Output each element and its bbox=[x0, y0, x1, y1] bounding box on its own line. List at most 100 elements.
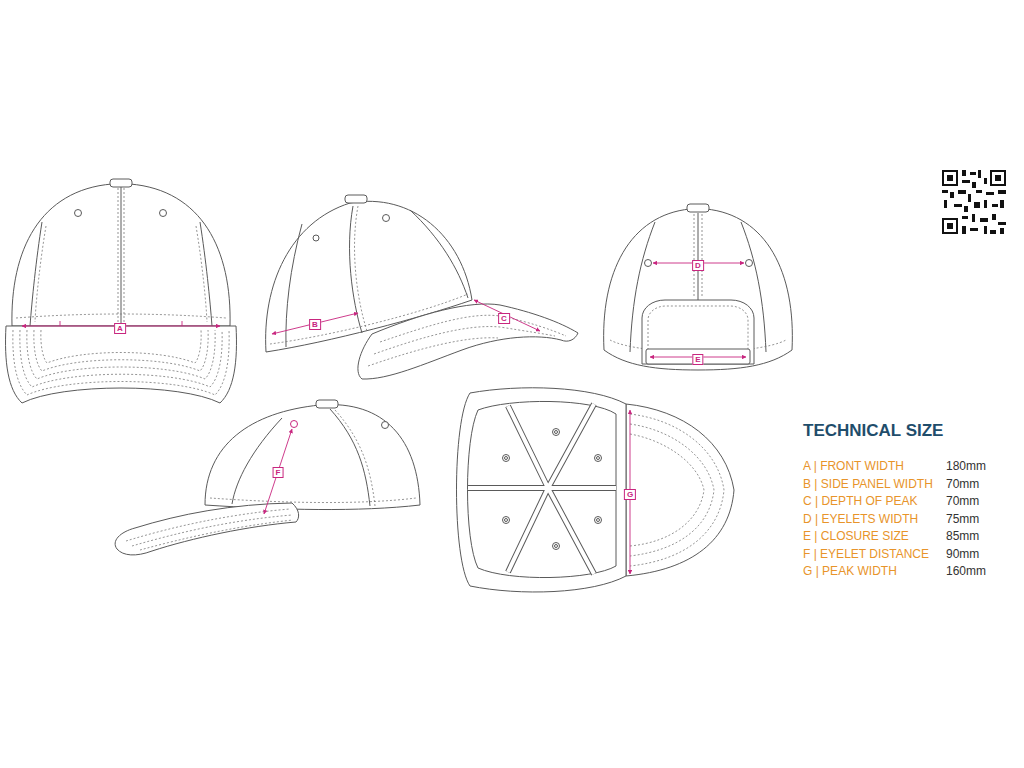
size-row: A | FRONT WIDTH bbox=[803, 456, 904, 474]
qr-code bbox=[1000, 200, 1004, 208]
title-block: TECHNICAL SIZE bbox=[803, 421, 943, 441]
cap-back-view bbox=[645, 260, 652, 267]
size-value: 70mm bbox=[946, 494, 979, 508]
cap-back-view bbox=[746, 260, 753, 267]
cap-side-view bbox=[345, 195, 367, 203]
cap-underside-view bbox=[468, 404, 616, 574]
cap-back-view bbox=[646, 349, 750, 364]
qr-code bbox=[944, 220, 956, 232]
size-value-cell: 160mm bbox=[946, 561, 986, 579]
cap-left-view bbox=[205, 405, 420, 510]
size-label: A | FRONT WIDTH bbox=[803, 459, 904, 473]
size-value: 75mm bbox=[946, 512, 979, 526]
size-value: 70mm bbox=[946, 477, 979, 491]
cap-front-view bbox=[34, 330, 208, 371]
qr-code bbox=[976, 190, 982, 193]
size-value-cell: 85mm bbox=[946, 526, 979, 544]
cap-side-view bbox=[374, 327, 555, 354]
qr-code bbox=[980, 218, 988, 222]
cap-left-view bbox=[316, 400, 338, 408]
qr-code bbox=[995, 175, 1001, 181]
cap-underside-view bbox=[555, 431, 558, 434]
size-row: D | EYELETS WIDTH bbox=[803, 509, 918, 527]
cap-underside-view bbox=[457, 388, 627, 592]
cap-front-view bbox=[27, 330, 215, 379]
cap-back-view bbox=[604, 204, 793, 370]
cap-back-view bbox=[698, 213, 699, 300]
cap-underside-view bbox=[595, 455, 602, 462]
cap-underside-view bbox=[553, 543, 560, 550]
qr-code bbox=[962, 226, 966, 234]
cap-side-view bbox=[313, 235, 319, 241]
qr-code bbox=[942, 170, 1006, 234]
dimension-letter: G bbox=[624, 489, 636, 500]
dimension-letter: B bbox=[309, 319, 321, 330]
cap-underside-view bbox=[505, 519, 508, 522]
size-row: C | DEPTH OF PEAK bbox=[803, 491, 917, 509]
cap-left-view bbox=[291, 421, 298, 428]
cap-underside-view bbox=[503, 455, 510, 462]
qr-code bbox=[974, 202, 980, 208]
qr-code bbox=[947, 223, 953, 229]
qr-code bbox=[990, 170, 1006, 186]
cap-side-view bbox=[380, 315, 566, 342]
cap-left-view bbox=[140, 520, 293, 550]
cap-underside-view bbox=[553, 429, 560, 436]
cap-front-view bbox=[20, 330, 222, 387]
dimension-callout: G bbox=[624, 483, 636, 501]
cap-underside-view bbox=[505, 457, 508, 460]
cap-left-view bbox=[115, 503, 299, 555]
cap-side-view bbox=[410, 210, 468, 298]
qr-code bbox=[990, 230, 996, 234]
qr-code bbox=[984, 226, 987, 234]
dimension-letter: C bbox=[498, 313, 510, 324]
cap-side-view bbox=[272, 313, 358, 334]
size-value-cell: 70mm bbox=[946, 491, 979, 509]
dimension-letter: E bbox=[692, 354, 703, 365]
cap-front-view bbox=[196, 226, 207, 322]
dimension-callout: C bbox=[498, 307, 510, 325]
cap-underside-view bbox=[626, 404, 734, 576]
dimension-callout: B bbox=[309, 313, 321, 331]
size-value-cell: 180mm bbox=[946, 456, 986, 474]
cap-front-view bbox=[35, 226, 46, 322]
qr-code bbox=[942, 190, 948, 193]
cap-left-view bbox=[232, 418, 282, 504]
dimension-letter: A bbox=[114, 323, 126, 334]
qr-code bbox=[984, 200, 987, 208]
qr-code bbox=[962, 170, 966, 176]
size-label: D | EYELETS WIDTH bbox=[803, 512, 918, 526]
cap-front-view bbox=[124, 188, 125, 324]
size-title: TECHNICAL SIZE bbox=[803, 421, 943, 441]
qr-code bbox=[992, 214, 996, 220]
qr-code bbox=[944, 172, 956, 184]
dimension-callout: F bbox=[273, 461, 284, 479]
size-value: 85mm bbox=[946, 529, 979, 543]
dimension-callout: A bbox=[114, 317, 126, 335]
qr-code bbox=[964, 206, 968, 212]
cap-side-view bbox=[474, 300, 540, 331]
size-row: G | PEAK WIDTH bbox=[803, 561, 897, 579]
cap-underside-view bbox=[468, 404, 616, 574]
cap-side-view bbox=[355, 206, 367, 331]
cap-underside-view bbox=[630, 424, 714, 556]
size-value: 160mm bbox=[946, 564, 986, 578]
cap-underside-view bbox=[595, 517, 602, 524]
dimension-callout: E bbox=[692, 348, 703, 366]
size-row: B | SIDE PANEL WIDTH bbox=[803, 474, 933, 492]
qr-code bbox=[942, 218, 958, 234]
qr-code bbox=[968, 194, 971, 202]
qr-code bbox=[972, 214, 975, 222]
cap-underside-view bbox=[468, 404, 616, 574]
qr-code bbox=[962, 216, 968, 219]
cap-front-view bbox=[160, 210, 167, 217]
cap-left-view bbox=[115, 400, 420, 555]
qr-code bbox=[958, 190, 966, 194]
cap-left-view bbox=[210, 498, 416, 503]
qr-code bbox=[972, 182, 976, 188]
qr-code bbox=[992, 172, 1004, 184]
cap-back-view bbox=[694, 214, 702, 298]
qr-code bbox=[984, 178, 987, 184]
qr-code bbox=[1000, 228, 1004, 234]
